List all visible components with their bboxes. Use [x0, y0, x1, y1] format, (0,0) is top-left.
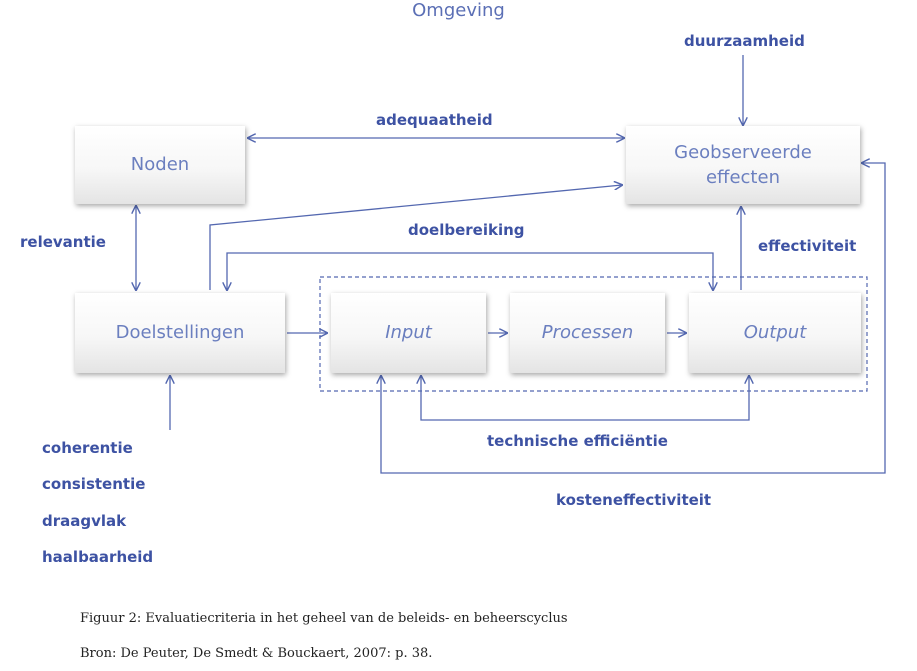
box-processen-label: Processen [541, 322, 634, 344]
label-effectiviteit: effectiviteit [758, 237, 857, 255]
label-doelbereiking: doelbereiking [408, 221, 525, 239]
arrow-doelbereiking [227, 252, 713, 290]
box-noden-label: Noden [130, 154, 190, 176]
box-geobserveerde-effecten-label: Geobserveerde effecten [674, 140, 812, 190]
operational-dashed-frame [319, 276, 868, 392]
label-adequaatheid: adequaatheid [376, 111, 493, 129]
figure-source: Bron: De Peuter, De Smedt & Bouckaert, 2… [80, 646, 433, 661]
arrow-kosteneffectiviteit [381, 163, 886, 474]
box-geobserveerde-effecten: Geobserveerde effecten [626, 126, 860, 204]
label-kosteneffectiviteit: kosteneffectiviteit [556, 491, 712, 509]
label-relevantie: relevantie [20, 233, 106, 251]
box-noden: Noden [75, 126, 245, 204]
box-processen: Processen [510, 293, 665, 373]
box-geobserveerde-line2: effecten [705, 167, 780, 188]
box-geobserveerde-line1: Geobserveerde [674, 141, 812, 163]
box-input-label: Input [385, 322, 432, 344]
figure-caption: Figuur 2: Evaluatiecriteria in het gehee… [80, 611, 568, 626]
arrow-technische-efficientie [421, 376, 749, 421]
criteria-item-consistentie: consistentie [42, 475, 146, 493]
box-doelstellingen-label: Doelstellingen [115, 322, 245, 344]
box-doelstellingen: Doelstellingen [75, 293, 285, 373]
box-output-label: Output [743, 322, 807, 344]
criteria-item-coherentie: coherentie [42, 439, 133, 457]
box-input: Input [331, 293, 486, 373]
label-duurzaamheid: duurzaamheid [684, 32, 805, 50]
box-output: Output [689, 293, 861, 373]
diagram-title: Omgeving [412, 0, 505, 21]
criteria-item-haalbaarheid: haalbaarheid [42, 548, 154, 566]
label-technische-efficientie: technische efficiëntie [487, 432, 668, 450]
criteria-item-draagvlak: draagvlak [42, 512, 127, 530]
